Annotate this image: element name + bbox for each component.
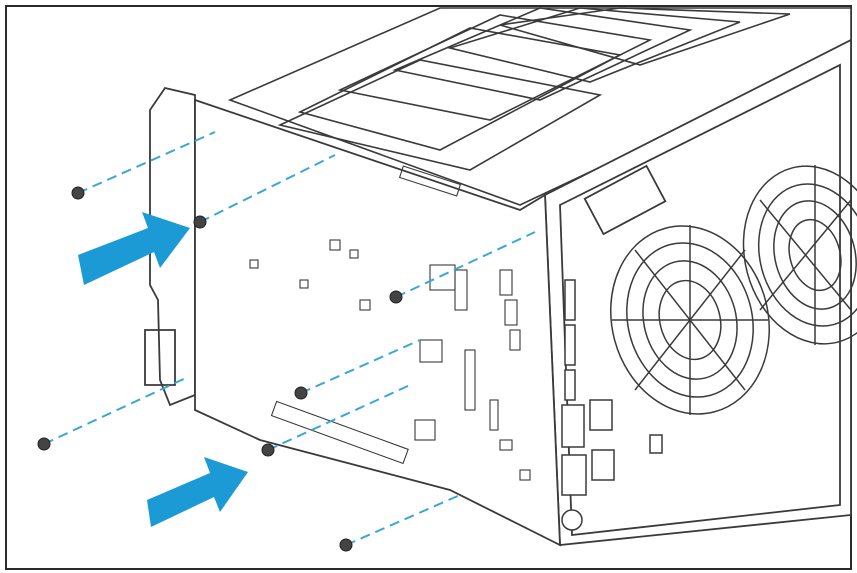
screw-icon[interactable] bbox=[71, 186, 85, 200]
screw-icon[interactable] bbox=[294, 386, 308, 400]
screw-guide-lines bbox=[43, 131, 536, 546]
front-panel bbox=[544, 38, 852, 546]
screw-icon[interactable] bbox=[193, 215, 207, 229]
screw-icon[interactable] bbox=[261, 443, 275, 457]
direction-arrows bbox=[78, 212, 248, 527]
screw-icon[interactable] bbox=[37, 437, 51, 451]
screws bbox=[37, 186, 403, 552]
screw-icon[interactable] bbox=[339, 538, 353, 552]
screw-icon[interactable] bbox=[389, 290, 403, 304]
rear-ports bbox=[561, 279, 663, 531]
board-components bbox=[249, 165, 531, 481]
fan-right bbox=[742, 165, 857, 345]
arrow-icon bbox=[147, 457, 248, 527]
arrow-icon bbox=[78, 212, 190, 285]
circuit-board bbox=[194, 98, 561, 547]
fan-left bbox=[609, 225, 771, 415]
